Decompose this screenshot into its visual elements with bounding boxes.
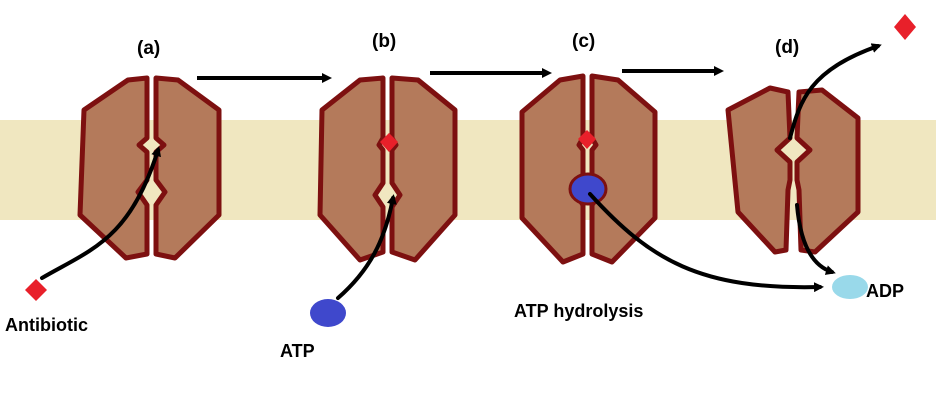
adp-label: ADP xyxy=(866,281,904,301)
transporter-a-right-half xyxy=(153,75,222,261)
antibiotic-released xyxy=(894,14,916,40)
step-label-a: (a) xyxy=(137,38,160,59)
atp-label: ATP xyxy=(280,341,315,361)
hydrolysis-arrow xyxy=(588,192,824,293)
transporter-c-left-half xyxy=(519,73,586,265)
transporter-b-left-half xyxy=(317,75,386,263)
movement-arrows xyxy=(40,43,882,300)
antibiotic-bound-b xyxy=(380,133,398,152)
antibiotic-label: Antibiotic xyxy=(5,315,88,335)
antibiotic-entry-arrow xyxy=(40,146,161,280)
atp-hydrolysis-label: ATP hydrolysis xyxy=(514,301,643,321)
step-label-c: (c) xyxy=(572,31,595,52)
antibiotic-molecule xyxy=(25,279,47,301)
atp-bound-c xyxy=(568,172,608,206)
adp-molecule xyxy=(832,275,868,299)
step-arrows xyxy=(197,66,724,83)
antibiotic-bound-c xyxy=(578,130,596,149)
step-label-d: (d) xyxy=(775,37,799,58)
transporter-d-right-half xyxy=(794,87,861,255)
transporter-a xyxy=(77,75,222,261)
transporter-b-right-half xyxy=(389,75,458,263)
atp-molecule xyxy=(310,299,346,327)
adp-exit-arrow xyxy=(795,203,836,275)
transporter-c-right-half xyxy=(589,73,658,265)
transporter-c xyxy=(519,73,658,265)
atp-entry-arrow xyxy=(336,194,397,300)
antibiotic-exit-arrow xyxy=(788,43,882,140)
transporter-d-left-half xyxy=(725,85,793,255)
step-label-b: (b) xyxy=(372,31,396,52)
